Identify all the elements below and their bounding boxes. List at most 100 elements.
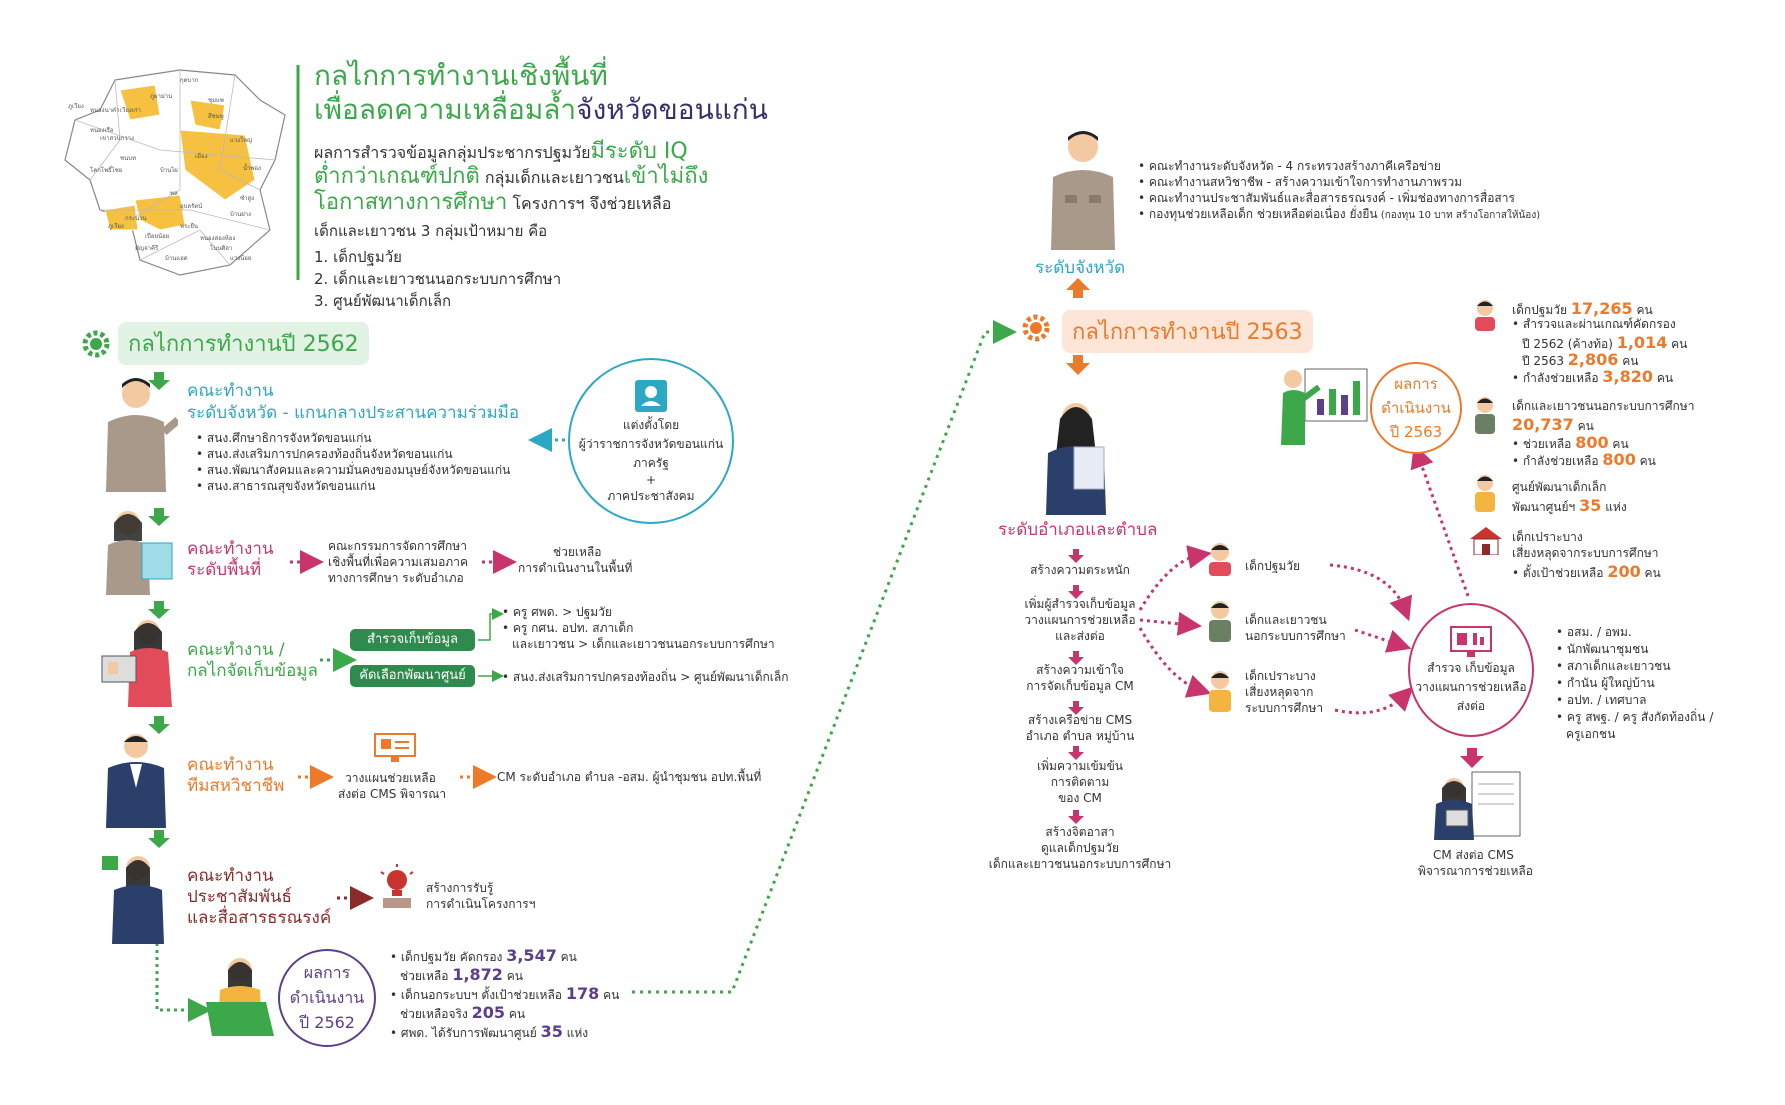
district-step-3-line-2: การจัดเก็บข้อมูล CM [1026,679,1134,693]
district-step-2-line-1: เพิ่มผู้สำรวจเก็บข้อมูล [1024,597,1136,611]
svg-text:บ้านไผ่: บ้านไผ่ [160,166,178,174]
s2-help1: ช่วยเหลือ [553,545,602,559]
s5-title2: ประชาสัมพันธ์ [187,887,292,907]
res-b1-value: 178 [565,984,600,1003]
svg-text:ภูเวียง: ภูเวียง [68,102,84,110]
svg-text:น้ำพอง: น้ำพอง [243,162,261,172]
district-step-5-line-2: การติดตาม [1050,775,1110,789]
appoint-4: + [645,473,657,487]
prov-item-text-3: คณะทำงานประชาสัมพันธ์และสื่อสารธรณรงค์ -… [1148,191,1515,205]
survey-b: มีระดับ IQ [590,139,688,164]
r2-d-unit: คน [1635,454,1656,468]
actor-text-3: สภาเด็กและเยาวชน [1566,659,1671,673]
r3-b: พัฒนาศูนย์ฯ 35 แห่ง [1512,495,1627,517]
select-center-button[interactable]: คัดเลือกพัฒนาศูนย์ [350,665,475,687]
prov-item-note: (กองทุน 10 บาท สร้างโอกาสให้น้อง) [1377,210,1541,221]
district-step-6-line-3: เด็กและเยาวชนนอกระบบการศึกษา [988,857,1172,871]
grp2-2: นอกระบบการศึกษา [1245,629,1346,643]
r1-c-label: ปี 2562 (ค้างท้อ) [1522,337,1617,351]
s4-title2: ทีมสหวิชาชีพ [187,776,285,796]
s2-text1: คณะกรรมการจัดการศึกษา [328,539,467,553]
s1-item-3: • สนง.พัฒนาสังคมและความมั่นคงของมนุษย์จั… [196,463,511,477]
provincial-officer-figure [106,378,178,492]
r4-a: เด็กเปราะบาง [1512,530,1583,544]
svg-text:กุดบาก: กุดบาก [180,77,199,84]
r1-d-value: 2,806 [1567,350,1619,369]
result-2562-1: ผลการ [303,962,351,982]
s1-title1: คณะทำงาน [187,381,274,401]
actor-5: • อปท. / เทศบาล [1556,693,1647,707]
survey-button[interactable]: สำรวจเก็บข้อมูล [350,629,475,651]
s1-item-text-1: สนง.ศึกษาธิการจังหวัดขอนแก่น [206,431,372,445]
svg-text:หนองนาคำ: หนองนาคำ [90,107,119,114]
cm-1: CM ส่งต่อ CMS [1433,848,1514,862]
district-officer-figure [1046,403,1106,515]
cm-worker-figure [1434,771,1521,840]
r3-b-value: 35 [1579,496,1602,515]
survey-g: โครงการฯ จึงช่วยเหลือ [507,194,672,213]
res-c: • ศพด. ได้รับการพัฒนาศูนย์ 35 แห่ง [390,1022,589,1041]
r1-c-unit: คน [1667,337,1688,351]
r1-b: • สำรวจและผ่านเกณฑ์คัดกรอง [1512,317,1676,331]
svg-text:เปือยน้อย: เปือยน้อย [145,232,169,240]
title-part-b: จังหวัดขอนแก่น [576,93,768,126]
map-region-4 [134,194,186,231]
provincial-officer-2563-figure [1051,131,1115,250]
district-step-3-line-1: สร้างความเข้าใจ [1036,663,1124,677]
r1-a-label: เด็กปฐมวัย [1512,303,1571,317]
r1-e-label: • กำลังช่วยเหลือ [1512,371,1603,385]
laptop-worker-figure [206,958,274,1036]
svg-text:แวงใหญ่: แวงใหญ่ [230,136,252,144]
svg-text:มัญจาคีรี: มัญจาคีรี [135,244,159,252]
s2-text2: เชิงพื้นที่เพื่อความเสมอภาค [328,555,468,569]
map-region-2 [189,99,226,131]
result-2562-2: ดำเนินงาน [289,987,365,1007]
svg-text:พล: พล [170,190,178,197]
r1-e: • กำลังช่วยเหลือ 3,820 คน [1512,366,1673,388]
res-b1-label: เด็กนอกระบบฯ ตั้งเป้าช่วยเหลือ [400,988,566,1002]
res-b1-unit: คน [599,988,620,1002]
survey-a: ผลการสำรวจข้อมูลกลุ่มประชากรปฐมวัย [314,143,591,162]
res-c-value: 35 [540,1022,563,1041]
r2-d-value: 800 [1602,450,1636,469]
svg-text:เมือง: เมือง [195,152,208,160]
s5-text1: สร้างการรับรู้ [426,881,494,895]
survey-text-2: ต่ำกว่าเกณฑ์ปกติ กลุ่มเด็กและเยาวชนเข้าไ… [314,163,708,191]
svg-text:พระยืน: พระยืน [180,222,198,230]
s1-item-2: • สนง.ส่งเสริมการปกครองท้องถิ่นจังหวัดขอ… [196,447,453,461]
svg-text:บ้านแฮด: บ้านแฮด [165,255,188,262]
r3-b-label: พัฒนาศูนย์ฯ [1512,500,1580,514]
res-a2-unit: คน [502,969,523,983]
svg-text:กระนวน: กระนวน [125,215,147,222]
appoint-1: แต่งตั้งโดย [622,418,680,432]
r1-d-label: ปี 2563 [1522,354,1568,368]
district-step-6-line-1: สร้างจิตอาสา [1045,825,1115,839]
s2-text3: ทางการศึกษา ระดับอำเภอ [328,571,464,585]
pr-officer-figure [102,856,164,944]
area-officer-figure [106,511,173,595]
r1-e-unit: คน [1653,371,1674,385]
r4-c-value: 200 [1607,562,1641,581]
r2-b-value: 20,737 [1512,415,1574,434]
svg-text:หนองเรือ: หนองเรือ [90,126,114,134]
s4-text1: วางแผนช่วยเหลือ [345,771,436,785]
data-collector-figure [101,620,172,707]
res-a1-value: 3,547 [506,946,557,965]
res-a1-unit: คน [556,950,577,964]
r2-a: เด็กและเยาวชนนอกระบบการศึกษา [1512,399,1695,413]
document-person-icon [635,380,667,412]
r4-b: เสี่ยงหลุดจากระบบการศึกษา [1512,546,1659,560]
title-part-a: เพื่อลดความเหลื่อมล้ำ [314,93,577,126]
targets-intro: เด็กและเยาวชน 3 กลุ่มเป้าหมาย คือ [314,222,548,240]
s3-title1: คณะทำงาน / [187,640,285,660]
r1-d-unit: คน [1618,354,1639,368]
map-region-1 [119,84,161,121]
r3-a: ศูนย์พัฒนาเด็กเล็ก [1512,480,1607,494]
res-a2-label: ช่วยเหลือ [400,969,453,983]
r2-c: • ช่วยเหลือ 800 คน [1512,432,1629,454]
prov-item-text-2: คณะทำงานสหวิชาชีพ - สร้างความเข้าใจการทำ… [1148,175,1463,189]
prov-item-2: • คณะทำงานสหวิชาชีพ - สร้างความเข้าใจการ… [1138,175,1463,189]
prov-item-text-1: คณะทำงานระดับจังหวัด - 4 กระทรวงสร้างภาค… [1148,159,1441,173]
res-b2: ช่วยเหลือจริง 205 คน [400,1002,525,1024]
actor-3: • สภาเด็กและเยาวชน [1556,659,1671,673]
